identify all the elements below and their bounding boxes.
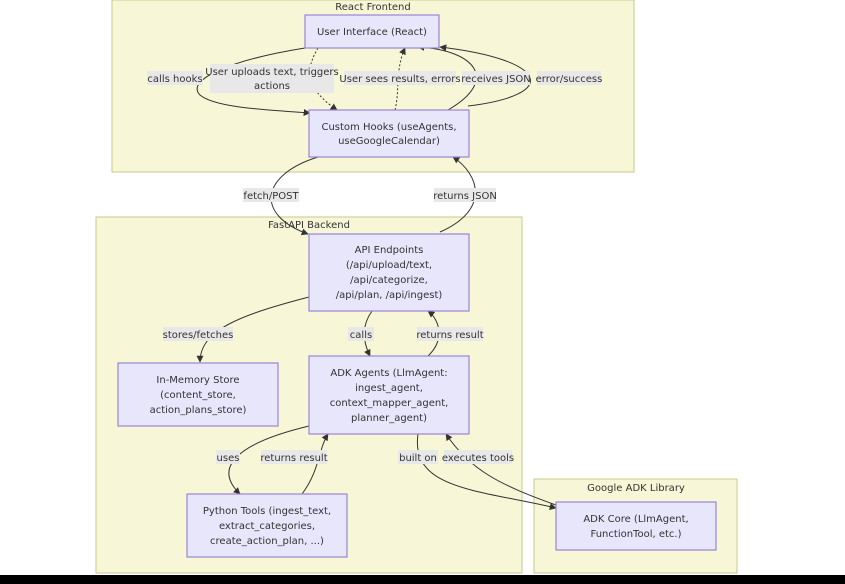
- label-text: calls hooks: [147, 74, 202, 85]
- cluster-title-fastapi: FastAPI Backend: [268, 220, 350, 231]
- node-text: /api/categorize,: [350, 275, 428, 286]
- label-text: returns result: [416, 330, 483, 341]
- node-text: API Endpoints: [355, 245, 424, 256]
- label-fetch: fetch/POST: [243, 188, 299, 202]
- node-text: (/api/upload/text,: [346, 260, 432, 271]
- node-api-endpoints[interactable]: API Endpoints (/api/upload/text, /api/ca…: [308, 233, 470, 312]
- label-sees: User sees results, errors: [339, 71, 461, 85]
- label-executes: executes tools: [442, 450, 514, 464]
- node-adk-agents[interactable]: ADK Agents (LlmAgent: ingest_agent, cont…: [308, 355, 470, 435]
- node-text: ADK Agents (LlmAgent:: [330, 368, 447, 379]
- node-text: create_action_plan, ...): [210, 536, 324, 547]
- edge-sees: [394, 47, 406, 111]
- cluster-title-adk: Google ADK Library: [587, 483, 685, 494]
- node-text: FunctionTool, etc.): [591, 529, 682, 540]
- node-text: Custom Hooks (useAgents,: [321, 122, 456, 133]
- edge-stores-fetches: [196, 296, 310, 363]
- node-text: /api/plan, /api/ingest): [336, 290, 443, 301]
- node-custom-hooks[interactable]: Custom Hooks (useAgents, useGoogleCalend…: [308, 109, 470, 158]
- label-text: User uploads text, triggers: [205, 67, 339, 78]
- label-text: stores/fetches: [163, 330, 234, 341]
- label-receives: receives JSON: [461, 71, 531, 85]
- label-stores: stores/fetches: [163, 327, 234, 341]
- label-text: returns JSON: [433, 191, 497, 202]
- label-calls-hooks: calls hooks: [147, 71, 203, 85]
- node-text: ADK Core (LlmAgent,: [583, 514, 688, 525]
- label-text: receives JSON: [461, 74, 531, 85]
- node-text: Python Tools (ingest_text,: [203, 506, 331, 517]
- label-returns-result-1: returns result: [416, 327, 484, 341]
- node-user-interface[interactable]: User Interface (React): [304, 14, 440, 49]
- label-text: uses: [217, 453, 240, 464]
- label-text: error/success: [536, 74, 603, 85]
- label-text: actions: [254, 81, 290, 92]
- edge-labels: calls hooks User uploads text, triggers …: [147, 64, 602, 464]
- label-error-success: error/success: [536, 71, 603, 85]
- bottom-black-bar: [0, 575, 845, 584]
- node-text: (content_store,: [160, 390, 236, 401]
- label-text: built on: [399, 453, 437, 464]
- label-built-on: built on: [398, 450, 438, 464]
- edge-receives-json: [417, 43, 477, 111]
- label-text: executes tools: [442, 453, 514, 464]
- label-text: User sees results, errors: [339, 74, 460, 85]
- label-uploads: User uploads text, triggers actions: [205, 64, 339, 93]
- label-uses: uses: [216, 450, 240, 464]
- label-text: fetch/POST: [243, 191, 299, 202]
- node-in-memory-store[interactable]: In-Memory Store (content_store, action_p…: [117, 362, 279, 427]
- node-python-tools[interactable]: Python Tools (ingest_text, extract_categ…: [186, 493, 348, 558]
- node-text: ingest_agent,: [355, 383, 423, 394]
- node-text: action_plans_store): [150, 405, 247, 416]
- node-adk-core[interactable]: ADK Core (LlmAgent, FunctionTool, etc.): [555, 501, 717, 551]
- label-text: returns result: [260, 453, 327, 464]
- cluster-title-react: React Frontend: [335, 2, 411, 13]
- label-text: calls: [350, 330, 372, 341]
- edge-executes-tools: [445, 433, 557, 506]
- label-returns-result-2: returns result: [260, 450, 328, 464]
- label-calls: calls: [348, 327, 374, 341]
- node-text: useGoogleCalendar): [338, 136, 440, 147]
- node-text: planner_agent): [351, 413, 427, 424]
- node-text: In-Memory Store: [156, 375, 239, 386]
- label-returns-json: returns JSON: [433, 188, 497, 202]
- node-text: context_mapper_agent,: [330, 398, 449, 409]
- edge-calls-hooks: [196, 47, 311, 117]
- node-text: extract_categories,: [219, 521, 315, 532]
- node-text: User Interface (React): [317, 27, 427, 38]
